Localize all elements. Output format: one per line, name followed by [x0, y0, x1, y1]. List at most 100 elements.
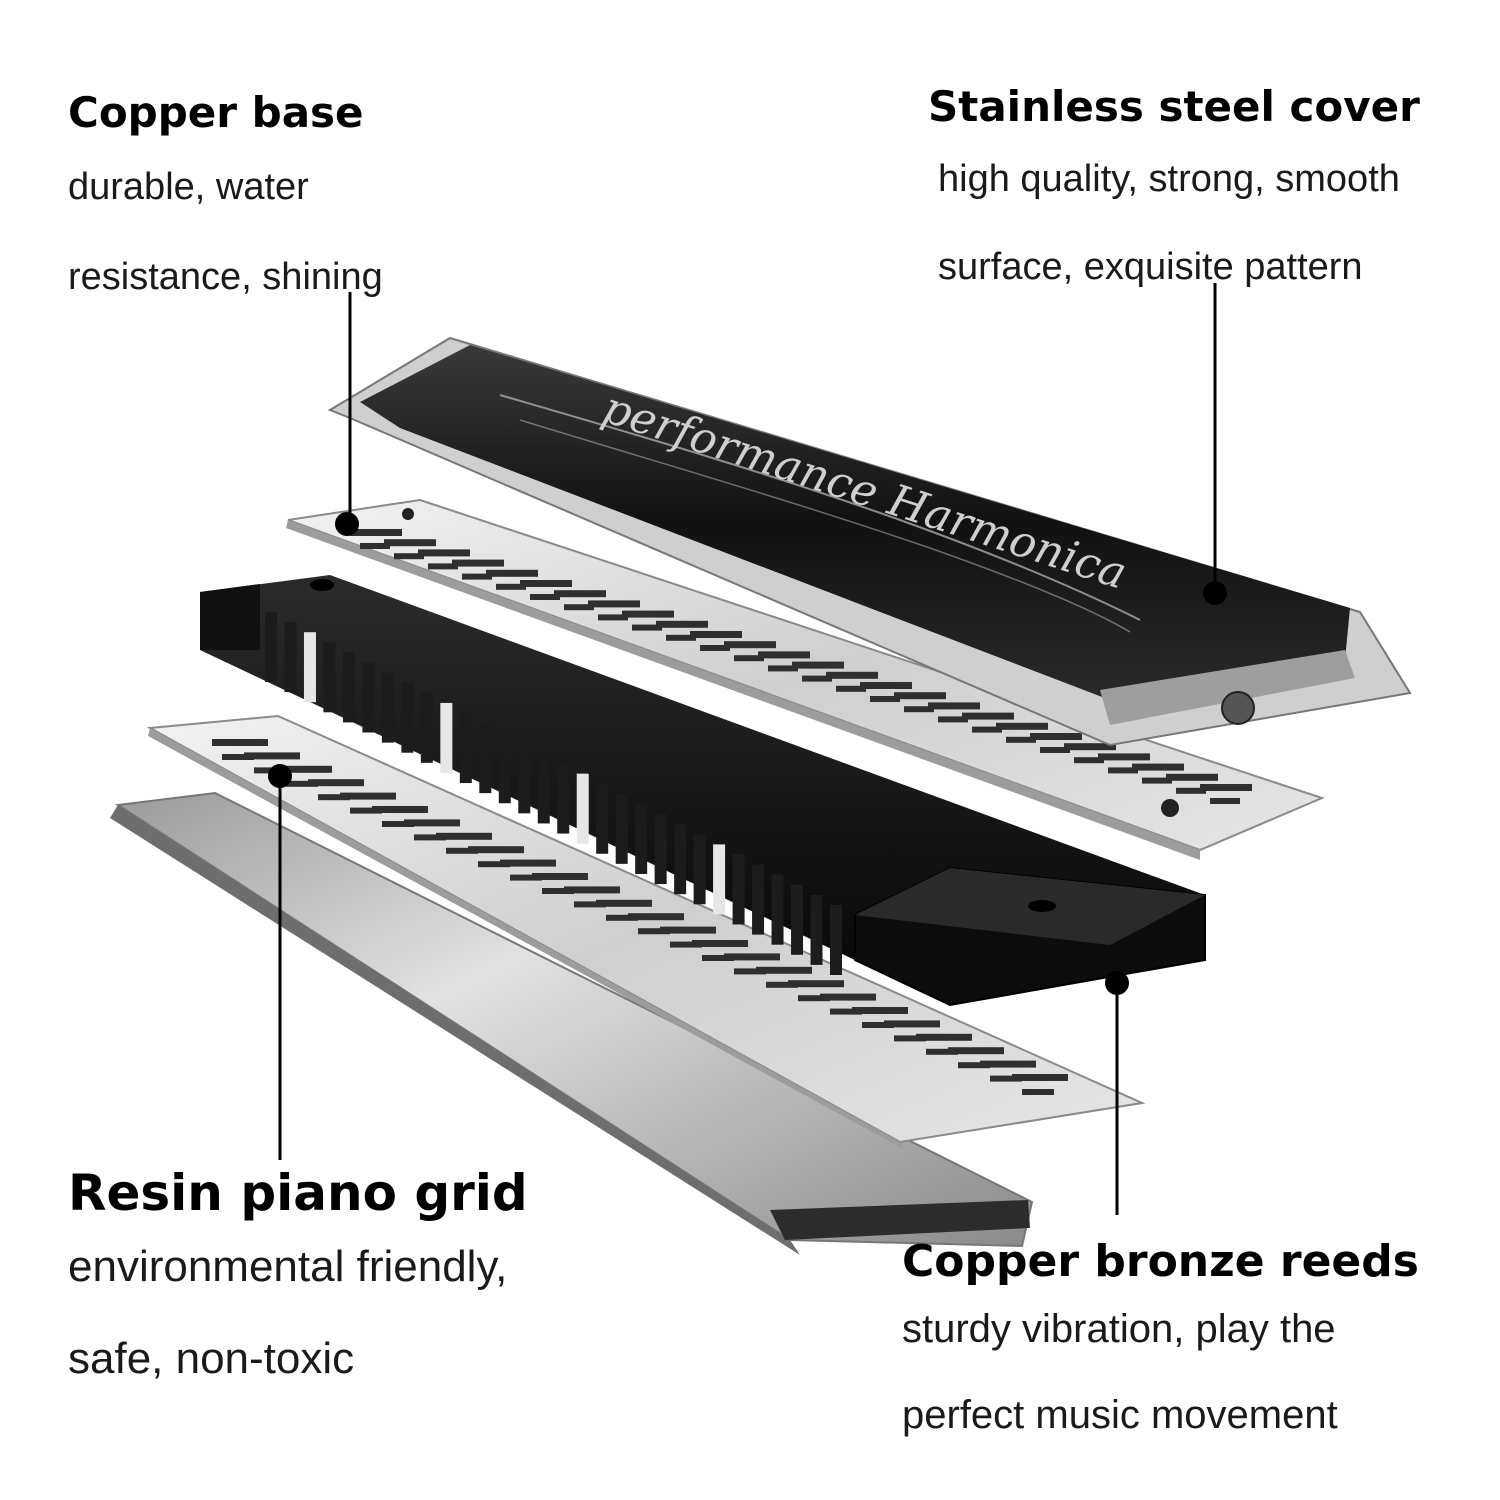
comb-tooth — [440, 702, 453, 773]
reed-slot — [734, 655, 764, 662]
reed-slot — [598, 614, 628, 621]
comb-resin-grid — [200, 575, 1206, 1007]
reed-slot — [656, 620, 708, 628]
reed-slot — [820, 993, 876, 1001]
reed-slot — [756, 966, 812, 974]
reed-slot — [418, 549, 470, 557]
callout-title: Copper base — [68, 88, 364, 137]
comb-tooth — [674, 824, 687, 895]
callout-stainless-steel-cover: Stainless steel cover high quality, stro… — [928, 86, 1420, 304]
reed-slot — [1064, 743, 1116, 751]
callout-line: safe, non-toxic — [68, 1334, 355, 1383]
reed-slot — [862, 1022, 894, 1028]
callout-line: surface, exquisite pattern — [938, 246, 1363, 288]
reed-slot — [1030, 733, 1082, 740]
reed-slot — [1176, 787, 1206, 794]
reed-slot — [894, 692, 946, 700]
reed-slot — [768, 665, 798, 672]
reed-slot — [542, 888, 574, 894]
reed-slot — [980, 1060, 1036, 1068]
reed-slot — [962, 712, 1014, 720]
comb-tooth — [284, 622, 297, 693]
reed-slot — [462, 573, 492, 580]
comb-tooth — [381, 672, 394, 743]
callout-copper-base: Copper base durable, water resistance, s… — [68, 92, 383, 314]
reed-slot — [1108, 767, 1138, 774]
reed-slot — [452, 559, 504, 567]
reed-slot — [394, 553, 424, 560]
comb-tooth — [420, 692, 433, 763]
reed-slot — [758, 651, 810, 659]
reed-slot — [788, 980, 844, 988]
reed-slot — [1012, 1074, 1068, 1081]
reed-slot — [414, 834, 446, 841]
reed-slot — [798, 995, 830, 1002]
reed-slot — [894, 1035, 926, 1042]
comb-tooth — [557, 763, 570, 834]
reed-slot — [308, 779, 364, 787]
comb-tooth — [693, 834, 706, 905]
reed-slot — [404, 819, 460, 827]
reed-slot — [666, 634, 696, 641]
reed-slot — [1132, 763, 1184, 771]
comb-tooth — [830, 905, 842, 975]
reed-slot — [574, 901, 606, 908]
callout-title: Copper bronze reeds — [902, 1236, 1419, 1287]
reed-slot — [670, 941, 702, 948]
reed-slot — [928, 702, 980, 710]
comb-tooth — [654, 814, 667, 885]
reed-slot — [496, 583, 526, 590]
reed-slot — [916, 1033, 972, 1041]
callout-resin-piano-grid: Resin piano grid environmental friendly,… — [68, 1168, 528, 1402]
callout-title: Stainless steel cover — [928, 82, 1420, 131]
reed-slot — [700, 645, 730, 651]
reed-slot — [958, 1062, 990, 1069]
reed-slot — [510, 874, 542, 881]
comb-tooth — [596, 783, 609, 854]
reed-slot — [972, 726, 1002, 733]
comb-tooth — [615, 793, 628, 864]
comb-tooth — [362, 662, 375, 733]
callout-title: Resin piano grid — [68, 1164, 528, 1222]
reed-slot — [802, 675, 832, 682]
reed-slot — [360, 543, 390, 549]
comb-tooth — [265, 612, 277, 682]
reed-slot — [734, 968, 766, 975]
reed-slot — [340, 792, 396, 800]
reed-slot — [588, 600, 640, 608]
reed-slot — [564, 604, 594, 611]
reed-slot — [692, 940, 748, 947]
reed-slot — [350, 807, 382, 814]
leader-dot-icon — [1105, 971, 1129, 995]
reed-slot — [244, 752, 300, 760]
reed-slot — [222, 754, 254, 760]
leader-dot-icon — [268, 764, 292, 788]
leader-lines — [268, 283, 1227, 1215]
reed-slot — [478, 861, 510, 868]
reed-slot — [596, 899, 652, 907]
callout-line: high quality, strong, smooth — [938, 158, 1400, 200]
lower-cover-plate — [110, 791, 1034, 1255]
callout-line: durable, water — [68, 166, 309, 208]
comb-tooth — [518, 743, 531, 814]
reed-slot — [852, 1007, 908, 1014]
reed-slot — [486, 569, 538, 577]
reed-slot — [428, 563, 458, 570]
reed-slot — [1006, 736, 1036, 743]
callout-line: environmental friendly, — [68, 1242, 508, 1291]
comb-tooth — [752, 864, 765, 935]
reed-slot — [520, 580, 572, 587]
callout-line: perfect music movement — [902, 1393, 1338, 1437]
callout-line: resistance, shining — [68, 256, 383, 298]
reed-slot — [622, 610, 674, 618]
leader-dot-icon — [335, 512, 359, 536]
reed-slot — [632, 624, 662, 631]
comb-tooth — [459, 713, 472, 784]
reed-slot — [660, 926, 716, 934]
reed-slot — [996, 722, 1048, 730]
reed-slot — [382, 821, 414, 827]
reed-slot — [564, 886, 620, 894]
reed-slot — [1210, 798, 1240, 804]
reed-slot — [690, 631, 742, 638]
